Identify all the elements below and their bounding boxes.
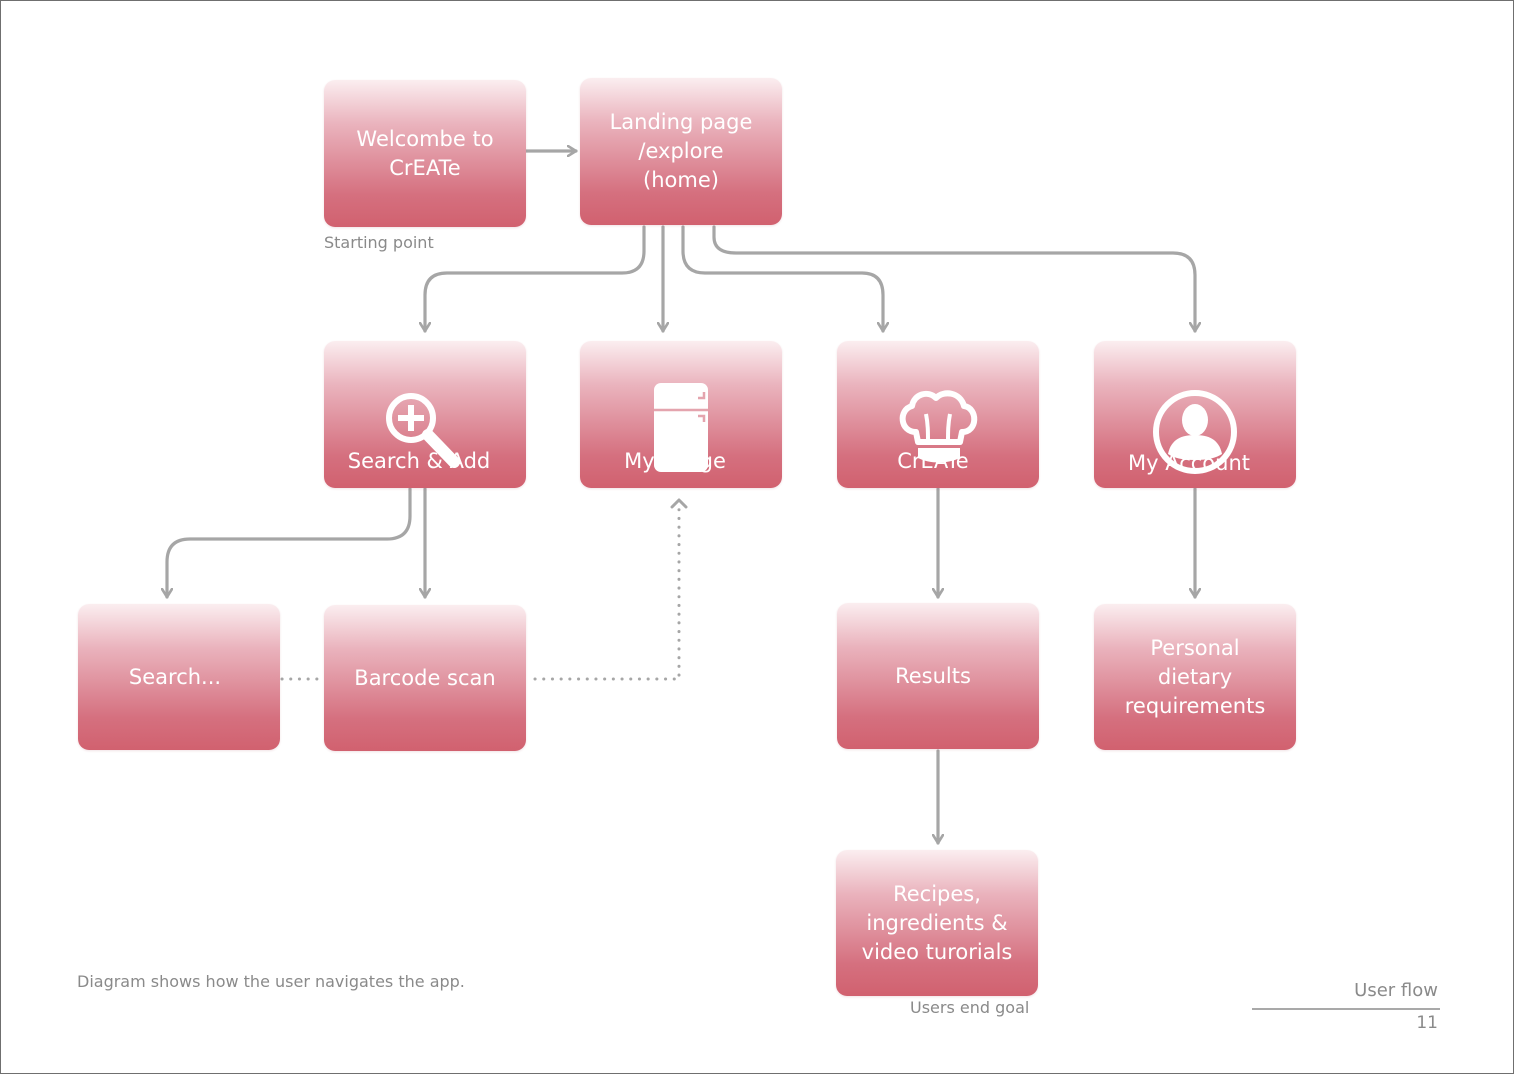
node-recipes-label: Recipes, ingredients & video turorials [861, 881, 1013, 964]
node-results: Results [837, 603, 1039, 749]
node-my-fridge: My Fridge [580, 341, 782, 488]
node-search-add-label: Search & Add [347, 449, 491, 473]
chef-hat-icon [892, 359, 984, 480]
footer-divider [1252, 1008, 1440, 1010]
fridge-icon [653, 354, 709, 481]
arrow-landing-to-create [681, 225, 883, 333]
node-personal-dietary-label: Personal dietary requirements [1124, 635, 1266, 718]
arrow-search-add-to-search [167, 487, 412, 599]
dotted-link-barcode-to-my-fridge [533, 505, 681, 681]
node-search-label: Search... [128, 664, 222, 689]
node-welcome-label: Welcombe to CrEATe [356, 126, 494, 180]
node-create: CrEATe [837, 341, 1039, 488]
footer-section-title: User flow [1354, 980, 1438, 1001]
arrow-landing-to-search-add [425, 225, 646, 333]
node-results-label: Results [895, 663, 971, 688]
node-barcode-scan: Barcode scan [324, 605, 526, 751]
node-barcode-scan-label: Barcode scan [354, 665, 496, 690]
node-my-account-label: My Account [1127, 451, 1250, 475]
node-welcome: Welcombe to CrEATe [324, 80, 526, 227]
dotted-arrowhead-my-fridge [670, 498, 688, 509]
caption-starting-point: Starting point [324, 233, 434, 252]
caption-end-goal: Users end goal [910, 998, 1030, 1017]
node-recipes: Recipes, ingredients & video turorials [836, 850, 1038, 996]
arrow-landing-to-my-account [712, 225, 1195, 333]
magnifier-plus-icon [383, 361, 467, 482]
node-search-add: Search & Add [324, 341, 526, 488]
node-landing-page: Landing page /explore (home) [580, 78, 782, 225]
diagram-description: Diagram shows how the user navigates the… [77, 972, 465, 991]
node-create-label: CrEATe [897, 449, 969, 473]
node-landing-page-label: Landing page /explore (home) [609, 110, 753, 192]
node-my-account: My Account [1094, 341, 1296, 488]
node-search: Search... [78, 604, 280, 750]
user-avatar-icon [1152, 359, 1238, 484]
node-personal-dietary: Personal dietary requirements [1094, 604, 1296, 750]
node-my-fridge-label: My Fridge [624, 449, 726, 473]
page-number: 11 [1416, 1013, 1438, 1033]
